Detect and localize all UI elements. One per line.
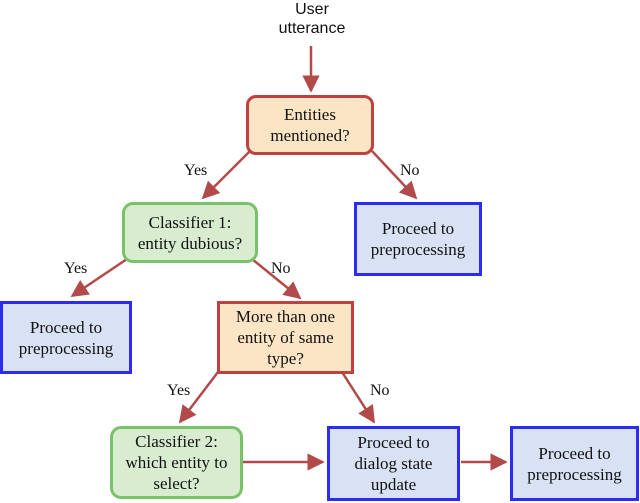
arrow-classifier1-no <box>251 258 302 300</box>
arrow-more-yes <box>178 371 219 424</box>
arrow-entities-yes <box>201 150 251 200</box>
arrow-entities-no <box>371 150 418 200</box>
label-entities-no: No <box>400 162 420 179</box>
arrow-more-no <box>340 371 376 424</box>
label-classifier1-yes: Yes <box>64 260 88 277</box>
label-more-no: No <box>370 382 390 399</box>
label-entities-yes: Yes <box>184 162 208 179</box>
classifier-1-label: Classifier 1:entity dubious? <box>137 212 243 253</box>
label-more-yes: Yes <box>167 382 191 399</box>
arrow-classifier1-yes <box>70 257 128 298</box>
classifier-1: Classifier 1:entity dubious? <box>122 202 258 263</box>
label-classifier1-no: No <box>271 260 291 277</box>
